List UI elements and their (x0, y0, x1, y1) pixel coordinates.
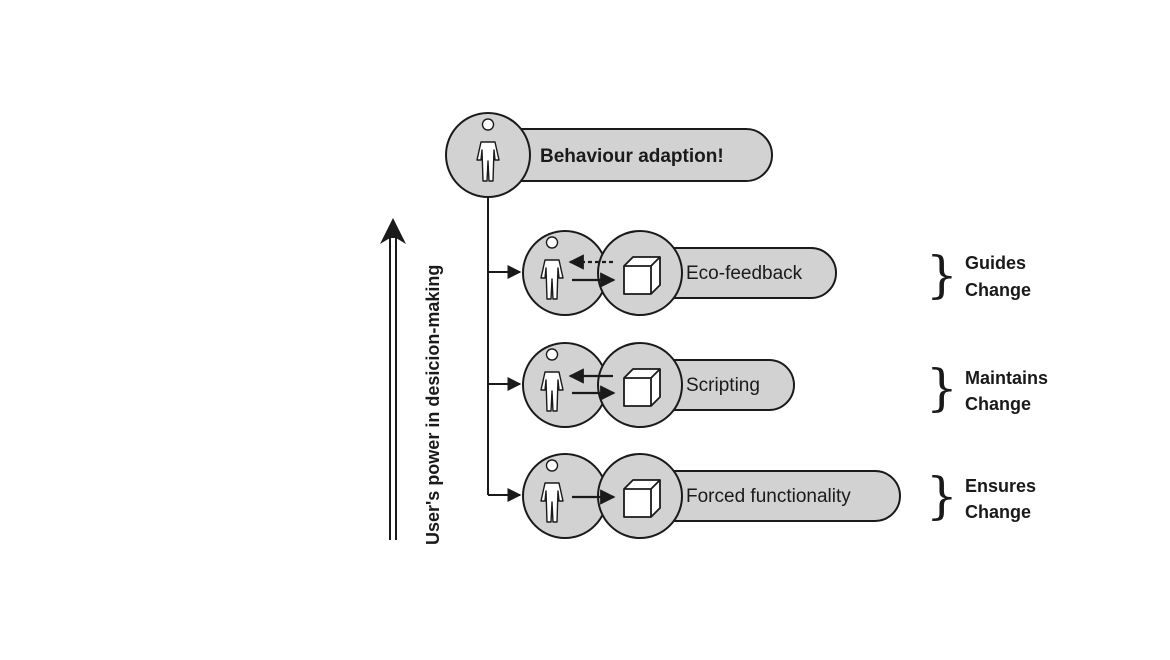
brace-icon: } (926, 467, 958, 525)
brace-icon: } (926, 359, 958, 417)
level-scripting: Scripting (522, 342, 795, 428)
effect-guides: } Guides Change (926, 246, 1031, 304)
level-label: Scripting (686, 375, 760, 396)
effect-maintains: } Maintains Change (926, 359, 1048, 417)
level-forced-functionality: Forced functionality (522, 453, 901, 539)
effect-line-1: Ensures (965, 476, 1036, 496)
level-eco-feedback: Eco-feedback (522, 230, 837, 316)
power-axis-arrow (380, 218, 406, 540)
top-node: Behaviour adaption! (445, 112, 773, 198)
box-icon (623, 256, 661, 295)
effect-line-1: Guides (965, 253, 1026, 273)
effect-line-2: Change (965, 394, 1031, 414)
box-icon (623, 368, 661, 407)
connector-lines (487, 197, 522, 502)
effect-ensures: } Ensures Change (926, 467, 1036, 525)
box-icon (623, 479, 661, 518)
axis-label: User's power in desicion-making (423, 265, 443, 545)
effect-line-2: Change (965, 280, 1031, 300)
level-label: Eco-feedback (686, 263, 803, 284)
effect-line-1: Maintains (965, 368, 1048, 388)
brace-icon: } (926, 246, 958, 304)
top-label: Behaviour adaption! (540, 146, 724, 167)
level-label: Forced functionality (686, 486, 851, 507)
effect-line-2: Change (965, 502, 1031, 522)
